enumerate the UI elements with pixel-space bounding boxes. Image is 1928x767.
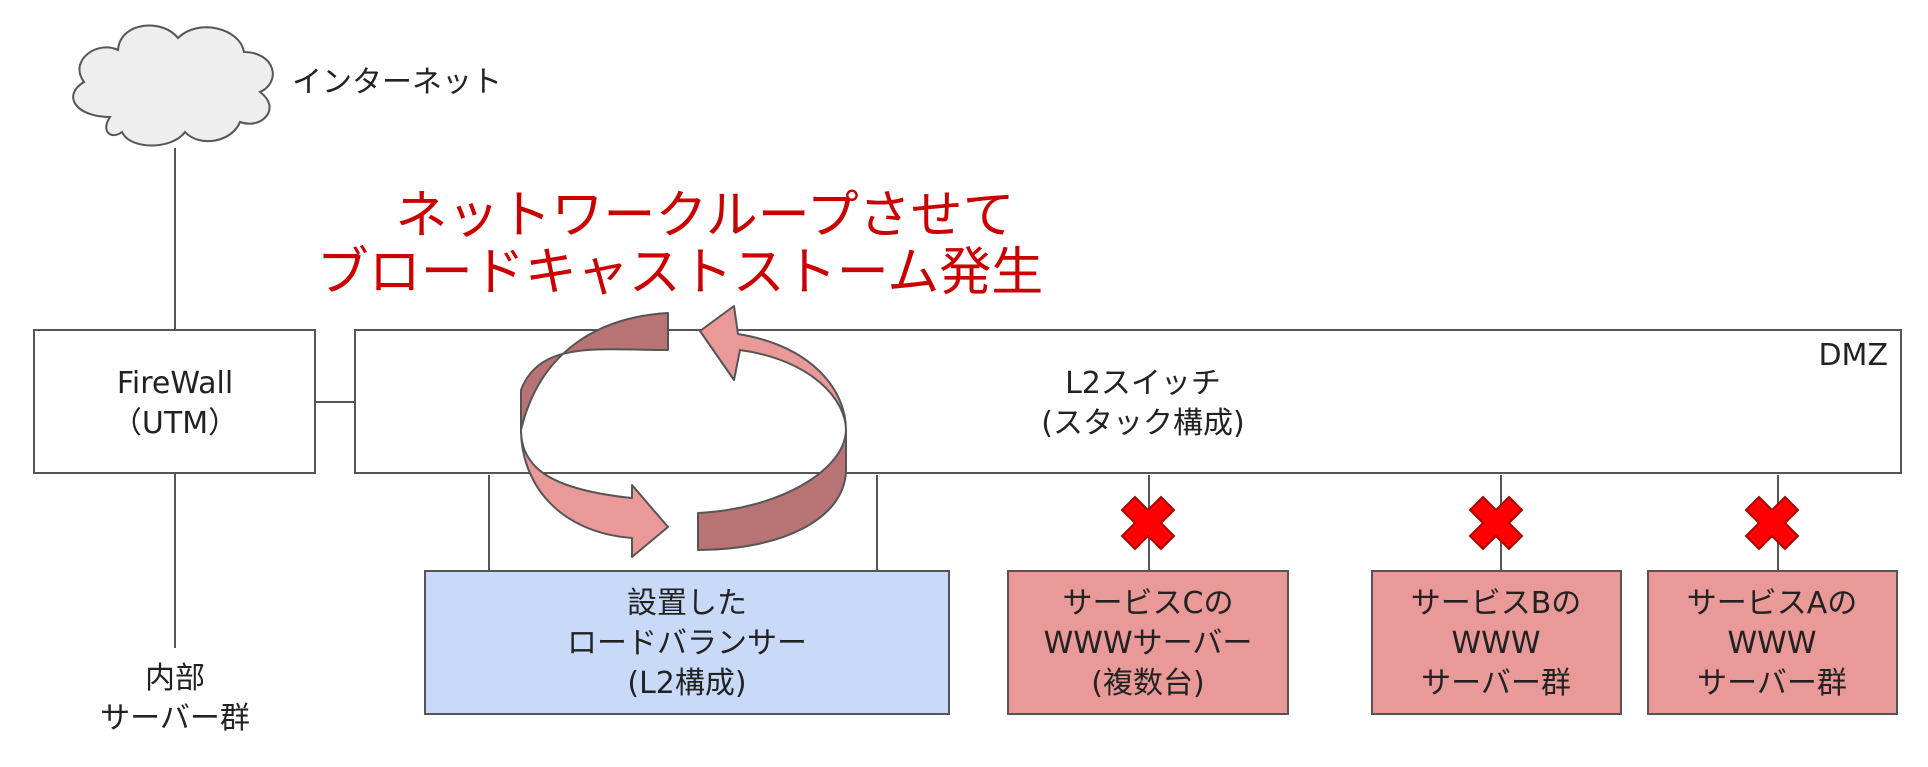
- server-b-label-3: サーバー群: [1421, 666, 1571, 701]
- title-line-1: ネットワークループさせて: [395, 186, 1014, 246]
- server-b-label-2: WWW: [1452, 626, 1541, 661]
- server-b-label-1: サービスBの: [1411, 586, 1582, 621]
- firewall-label-1: FireWall: [117, 366, 233, 401]
- server-c-label-2: WWWサーバー: [1044, 626, 1253, 661]
- loop-arrows-icon: [520, 305, 847, 558]
- lb-label-1: 設置した: [627, 586, 747, 621]
- cloud-icon: [72, 24, 274, 147]
- title-line-2: ブロードキャストストーム発生: [317, 243, 1043, 303]
- server-c-label-1: サービスCの: [1063, 586, 1234, 621]
- server-c-box: サービスCの WWWサーバー (複数台): [1007, 570, 1289, 715]
- firewall-box: FireWall （UTM）: [33, 329, 316, 474]
- server-a-label-3: サーバー群: [1697, 666, 1847, 701]
- internet-label: インターネット: [292, 65, 502, 100]
- lb-label-3: (L2構成): [627, 666, 746, 701]
- firewall-label-2: （UTM）: [112, 406, 238, 441]
- internal-label-2: サーバー群: [100, 701, 250, 736]
- internal-label-1: 内部: [145, 661, 205, 696]
- l2-switch-box: L2スイッチ (スタック構成) DMZ: [354, 329, 1902, 474]
- cross-icon: [1468, 495, 1524, 551]
- load-balancer-box: 設置した ロードバランサー (L2構成): [424, 570, 950, 715]
- switch-label-1: L2スイッチ: [1065, 366, 1221, 401]
- dmz-label: DMZ: [1818, 338, 1888, 373]
- server-a-box: サービスAの WWW サーバー群: [1647, 570, 1898, 715]
- server-a-label-1: サービスAの: [1687, 586, 1858, 621]
- cross-icon: [1120, 495, 1176, 551]
- cross-icon: [1744, 495, 1800, 551]
- server-c-label-3: (複数台): [1091, 666, 1204, 701]
- lb-label-2: ロードバランサー: [567, 626, 807, 661]
- switch-label-2: (スタック構成): [1041, 406, 1244, 441]
- server-a-label-2: WWW: [1728, 626, 1817, 661]
- server-b-box: サービスBの WWW サーバー群: [1371, 570, 1622, 715]
